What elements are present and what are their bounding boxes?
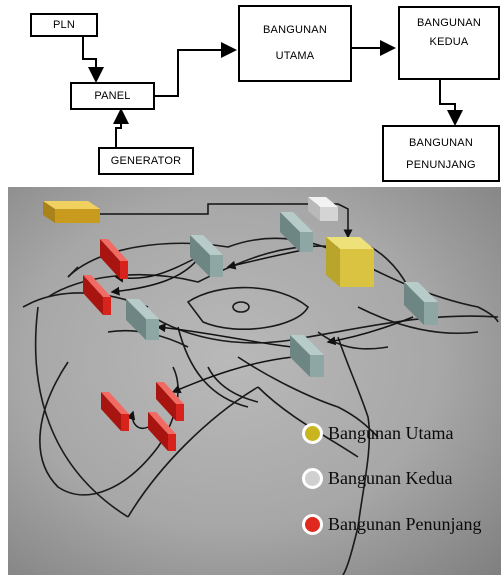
teal-blocks bbox=[126, 212, 438, 377]
legend-item-kedua: Bangunan Kedua bbox=[302, 468, 452, 489]
generator-box: GENERATOR bbox=[98, 147, 194, 175]
bangunan-utama-block bbox=[326, 237, 374, 287]
distribution-lines bbox=[98, 203, 414, 429]
site-map-photo: Bangunan Utama Bangunan Kedua Bangunan P… bbox=[8, 187, 501, 575]
legend-dot-utama bbox=[302, 423, 323, 444]
legend-label-utama: Bangunan Utama bbox=[328, 423, 454, 443]
pln-box: PLN bbox=[30, 13, 98, 37]
legend-label-kedua: Bangunan Kedua bbox=[328, 468, 453, 488]
arrow-panel-to-utama bbox=[155, 42, 237, 97]
bangunan-utama-box: BANGUNAN UTAMA bbox=[238, 5, 352, 82]
arrow-generator-to-panel bbox=[113, 108, 129, 147]
panel-box: PANEL bbox=[70, 82, 155, 110]
arrow-kedua-to-penunjang bbox=[439, 80, 463, 126]
bangunan-kedua-block bbox=[308, 197, 338, 221]
flowchart-connectors bbox=[82, 37, 463, 147]
arrow-pln-to-panel bbox=[82, 37, 104, 83]
source-block bbox=[43, 201, 100, 223]
legend-label-penunjang: Bangunan Penunjang bbox=[328, 514, 482, 534]
legend-dot-kedua bbox=[302, 468, 323, 489]
bangunan-kedua-box: BANGUNAN KEDUA bbox=[398, 6, 500, 80]
bangunan-penunjang-box: BANGUNAN PENUNJANG bbox=[382, 125, 500, 182]
legend-dot-penunjang bbox=[302, 514, 323, 535]
legend-item-utama: Bangunan Utama bbox=[302, 423, 453, 444]
site-map-drawing bbox=[22, 197, 499, 575]
legend-item-penunjang: Bangunan Penunjang bbox=[302, 514, 481, 535]
red-blocks bbox=[83, 239, 184, 451]
